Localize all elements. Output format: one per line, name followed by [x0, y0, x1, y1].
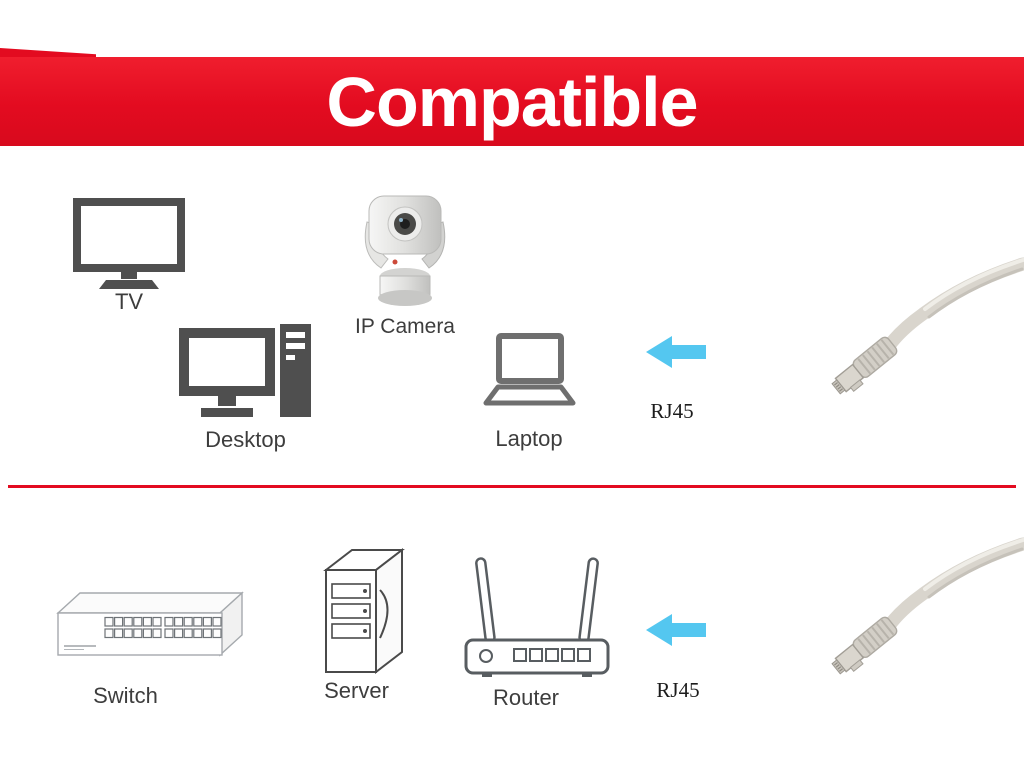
device-tv: TV	[70, 196, 188, 314]
device-label: Router	[492, 685, 560, 710]
banner-title: Compatible	[326, 62, 698, 141]
banner: Compatible	[0, 57, 1024, 146]
device-router: Router	[462, 548, 612, 710]
router-icon	[464, 557, 610, 677]
device-label: Laptop	[495, 426, 563, 451]
device-label: Switch	[93, 683, 158, 708]
connector-label: RJ45	[656, 678, 700, 702]
device-ip-camera: IP Camera	[355, 192, 455, 338]
connector-label: RJ45	[650, 399, 694, 423]
server-icon	[323, 547, 405, 675]
device-laptop: Laptop	[482, 332, 577, 451]
laptop-icon	[483, 333, 576, 406]
left-arrow-icon	[646, 334, 706, 370]
device-desktop: Desktop	[178, 322, 313, 452]
tv-icon	[73, 198, 185, 289]
device-switch: Switch	[50, 585, 245, 708]
device-label: TV	[114, 289, 144, 314]
section-divider	[8, 485, 1016, 488]
rj45-cable-icon	[789, 248, 1024, 428]
device-label: Desktop	[205, 427, 286, 452]
banner-ribbon-fold	[0, 48, 96, 58]
ip-camera-icon	[364, 195, 446, 306]
left-arrow-icon	[646, 612, 706, 648]
device-label: IP Camera	[355, 315, 455, 338]
rj45-cable-icon	[789, 528, 1024, 708]
switch-icon	[56, 591, 244, 657]
device-label: Server	[324, 678, 389, 703]
device-server: Server	[310, 540, 405, 703]
desktop-icon	[179, 324, 311, 417]
